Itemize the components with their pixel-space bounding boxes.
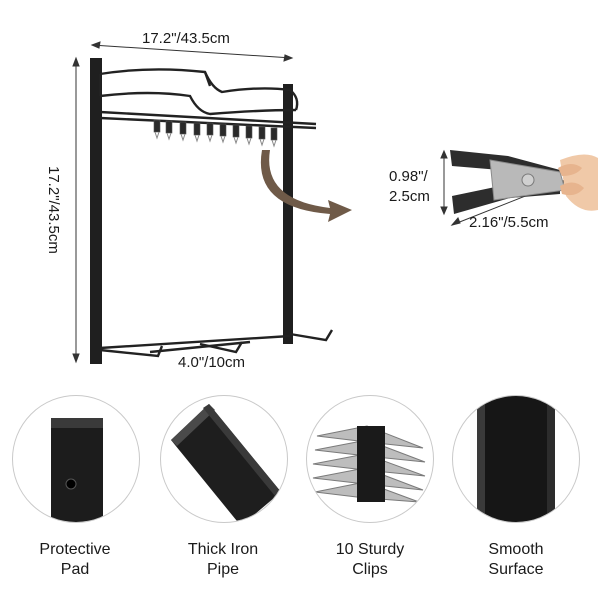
- clip-opening-label-line2: 2.5cm: [389, 188, 430, 205]
- bottom-hooks: [99, 329, 334, 358]
- protective-pad-label-line2: Pad: [60, 561, 90, 578]
- smooth-surface-icon: [477, 396, 555, 522]
- iron-pipe-icon: [171, 404, 281, 522]
- protective-pad-icon: [51, 418, 103, 522]
- depth-label: 4.0"/10cm: [178, 354, 246, 371]
- width-label: 17.2"/43.5cm: [142, 30, 230, 47]
- width-dimension-line: [90, 41, 294, 62]
- smooth-surface-label-line1: Smooth: [488, 541, 544, 558]
- left-post: [90, 58, 102, 364]
- iron-pipe-circle: [160, 395, 288, 523]
- height-label: 17.2"/43.5cm: [45, 166, 62, 254]
- iron-pipe-label: Thick Iron Pipe: [153, 540, 293, 580]
- smooth-surface-circle: [452, 395, 580, 523]
- rack-illustration: [72, 41, 598, 364]
- clip-row: [153, 119, 278, 141]
- height-dimension-line: [72, 56, 80, 364]
- protective-pad-label-line1: Protective: [39, 541, 111, 558]
- clips-circle: [306, 395, 434, 523]
- zoom-arrow: [260, 150, 352, 222]
- smooth-surface-label: Smooth Surface: [446, 540, 586, 580]
- clips-label: 10 Sturdy Clips: [300, 540, 440, 580]
- clip-length-label: 2.16"/5.5cm: [469, 214, 549, 231]
- clip-closeup: [440, 149, 598, 226]
- protective-pad-circle: [12, 395, 140, 523]
- protective-pad-label: Protective Pad: [5, 540, 145, 580]
- clips-icon: [312, 425, 426, 503]
- clip-opening-label-line1: 0.98"/: [389, 168, 428, 185]
- clips-label-line1: 10 Sturdy: [335, 541, 405, 558]
- iron-pipe-label-line1: Thick Iron: [187, 541, 259, 558]
- smooth-surface-label-line2: Surface: [488, 561, 544, 578]
- clips-label-line2: Clips: [352, 561, 388, 578]
- iron-pipe-label-line2: Pipe: [206, 561, 240, 578]
- right-post: [283, 84, 293, 344]
